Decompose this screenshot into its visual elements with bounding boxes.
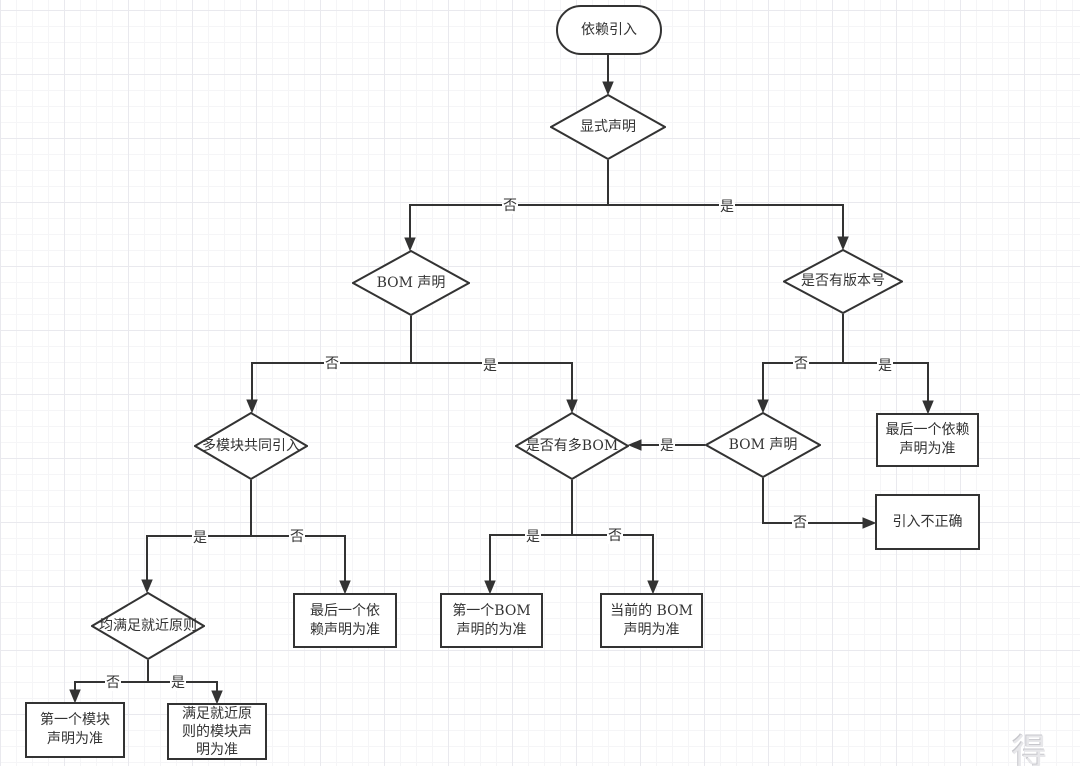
node-has-multi-bom: 是否有多BOM <box>515 412 629 480</box>
diamond-shape <box>783 249 903 314</box>
node-bom-decl-right-label: BOM 声明 <box>728 436 798 453</box>
arrowhead-down-icon <box>404 237 416 252</box>
node-first-bom-wins-label: 第一个BOM 声明的为准 <box>452 602 531 638</box>
edge-label-no: 否 <box>502 198 518 214</box>
node-first-module-wins: 第一个模块 声明为准 <box>25 702 125 758</box>
arrowhead-down-icon <box>837 236 849 251</box>
edge-label-yes: 是 <box>192 530 208 546</box>
edge-label-yes: 是 <box>877 358 893 374</box>
arrowhead-down-icon <box>757 399 769 414</box>
diamond-shape <box>550 94 666 160</box>
node-last-dep-wins-right-label: 最后一个依赖 声明为准 <box>885 422 970 457</box>
arrowhead-down-icon <box>69 689 81 704</box>
node-last-dep-wins-left: 最后一个依 赖声明为准 <box>293 593 397 648</box>
edge-label-yes: 是 <box>719 199 735 215</box>
node-has-version-label: 是否有版本号 <box>801 273 885 289</box>
node-nearest-module-wins-label: 满足就近原 则的模块声 明为准 <box>182 705 252 758</box>
diamond-shape <box>194 412 308 480</box>
node-multi-module-import-label: 多模块共同引入 <box>202 437 300 454</box>
arrowhead-down-icon <box>602 81 614 96</box>
edge-label-yes: 是 <box>525 529 541 545</box>
edge-bom-right-to-incorrect <box>762 478 863 524</box>
diamond-shape <box>705 412 821 478</box>
watermark: 得物 <box>1012 733 1050 766</box>
arrowhead-down-icon <box>566 399 578 414</box>
diamond-shape <box>352 250 470 316</box>
node-current-bom-wins-label: 当前的 BOM 声明为准 <box>610 602 693 638</box>
node-incorrect-import-label: 引入不正确 <box>892 513 963 530</box>
arrowhead-down-icon <box>141 579 153 594</box>
arrowhead-down-icon <box>647 580 659 595</box>
edge-label-yes: 是 <box>170 675 186 691</box>
node-nearest-principle-label: 均满足就近原则 <box>99 617 197 634</box>
node-last-dep-wins-right: 最后一个依赖 声明为准 <box>876 413 979 467</box>
edge-label-no: 否 <box>289 529 305 545</box>
node-start: 依赖引入 <box>556 5 662 55</box>
node-first-bom-wins: 第一个BOM 声明的为准 <box>440 593 543 648</box>
edge-label-no: 否 <box>607 528 623 544</box>
arrowhead-down-icon <box>246 399 258 414</box>
edge-label-yes: 是 <box>659 438 675 454</box>
node-has-version: 是否有版本号 <box>783 249 903 314</box>
edge-multi-bom-to-current-bom <box>572 534 654 581</box>
diamond-shape <box>515 412 629 480</box>
edge-label-no: 否 <box>792 515 808 531</box>
edge-explicit-to-has-version <box>608 204 844 237</box>
node-current-bom-wins: 当前的 BOM 声明为准 <box>600 593 703 648</box>
node-explicit-decl-label: 显式声明 <box>580 118 636 135</box>
arrowhead-left-icon <box>627 439 642 451</box>
node-bom-decl-right: BOM 声明 <box>705 412 821 478</box>
edge-multi-module-to-last-dep-left <box>251 535 346 581</box>
node-nearest-principle: 均满足就近原则 <box>91 592 205 660</box>
node-nearest-module-wins: 满足就近原 则的模块声 明为准 <box>167 703 267 760</box>
node-bom-decl-left-label: BOM 声明 <box>376 274 446 291</box>
edge-label-no: 否 <box>105 675 121 691</box>
diamond-shape <box>91 592 205 660</box>
arrowhead-down-icon <box>211 690 223 705</box>
node-multi-module-import: 多模块共同引入 <box>194 412 308 480</box>
node-start-label: 依赖引入 <box>581 21 637 38</box>
arrowhead-down-icon <box>339 580 351 595</box>
edge-label-no: 否 <box>324 356 340 372</box>
edge-label-yes: 是 <box>482 358 498 374</box>
node-incorrect-import: 引入不正确 <box>875 494 980 550</box>
node-first-module-wins-label: 第一个模块 声明为准 <box>40 712 110 747</box>
node-explicit-decl: 显式声明 <box>550 94 666 160</box>
edge-has-version-to-last-dep-right <box>843 362 929 401</box>
arrowhead-down-icon <box>922 400 934 415</box>
node-last-dep-wins-left-label: 最后一个依 赖声明为准 <box>310 602 380 638</box>
node-has-multi-bom-label: 是否有多BOM <box>525 437 619 454</box>
arrowhead-right-icon <box>862 517 877 529</box>
node-bom-decl-left: BOM 声明 <box>352 250 470 316</box>
edge-label-no: 否 <box>793 356 809 372</box>
edge-bom-left-to-multi-bom <box>411 362 573 400</box>
arrowhead-down-icon <box>484 580 496 595</box>
